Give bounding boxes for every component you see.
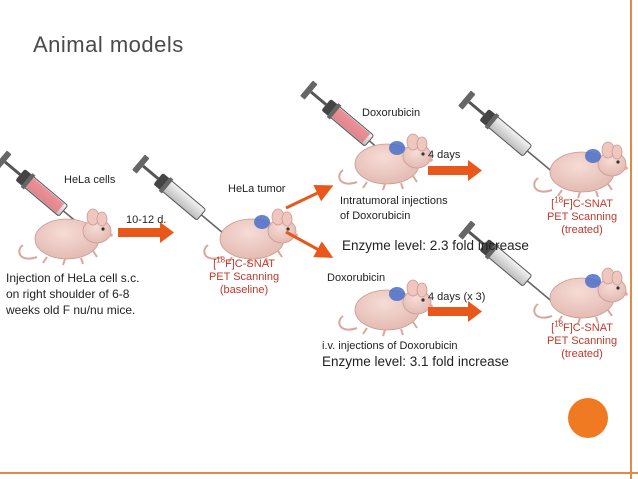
hela-cells-label: HeLa cells bbox=[64, 174, 116, 186]
injection-note-line: on right shoulder of 6-8 bbox=[6, 287, 130, 301]
injection-note: Injection of HeLa cell s.c. on right sho… bbox=[6, 270, 139, 318]
pet-line-2: PET Scanning bbox=[546, 211, 618, 223]
pet-treated-top-label: [18F]C-SNAT PET Scanning (treated) bbox=[534, 195, 630, 237]
injection-note-line: Injection of HeLa cell s.c. bbox=[6, 271, 140, 285]
arrow-icon bbox=[118, 222, 174, 243]
pet-line-1: [18F]C-SNAT bbox=[551, 195, 613, 210]
intratumoral-line: Intratumoral injections bbox=[340, 195, 448, 207]
tumor-icon bbox=[389, 141, 405, 155]
pet-line-3: (treated) bbox=[561, 224, 603, 236]
arrow-icon bbox=[428, 301, 482, 322]
syringe-icon bbox=[0, 148, 101, 245]
tumor-icon bbox=[585, 149, 601, 163]
doxorubicin-top-label: Doxorubicin bbox=[362, 107, 421, 119]
injection-note-line: weeks old F nu/nu mice. bbox=[6, 303, 136, 317]
mouse-icon bbox=[338, 133, 434, 191]
days-bottom-label: 4 days (x 3) bbox=[428, 291, 486, 303]
pet-treated-bottom-label: [18F]C-SNAT PET Scanning (treated) bbox=[534, 319, 630, 361]
tumor-icon bbox=[254, 215, 270, 229]
mouse-icon bbox=[18, 208, 114, 266]
interval-label: 10-12 d. bbox=[126, 214, 167, 226]
arrow-icon bbox=[285, 185, 334, 210]
days-top-label: 4 days bbox=[428, 149, 461, 161]
pet-line-1: [18F]C-SNAT bbox=[551, 319, 613, 334]
arrow-icon bbox=[428, 160, 482, 181]
mouse-icon bbox=[338, 279, 434, 337]
pet-baseline-label: [18F]C-SNAT PET Scanning (baseline) bbox=[196, 255, 292, 297]
frame-right-line bbox=[630, 0, 632, 479]
pet-line-1: [18F]C-SNAT bbox=[213, 255, 275, 270]
pet-line-3: (treated) bbox=[561, 348, 603, 360]
page-title: Animal models bbox=[33, 32, 184, 57]
enzyme-bottom-label: Enzyme level: 3.1 fold increase bbox=[322, 354, 509, 369]
iv-label: i.v. injections of Doxorubicin bbox=[322, 340, 458, 352]
pet-line-2: PET Scanning bbox=[208, 271, 280, 283]
intratumoral-note: Intratumoral injections of Doxorubicin bbox=[340, 194, 448, 224]
syringe-icon bbox=[298, 78, 407, 175]
frame-bottom-line bbox=[0, 472, 638, 474]
tumor-icon bbox=[585, 274, 601, 288]
enzyme-top-label: Enzyme level: 2.3 fold increase bbox=[342, 238, 529, 253]
accent-dot bbox=[568, 398, 608, 438]
hela-tumor-label: HeLa tumor bbox=[228, 183, 286, 195]
pet-line-2: PET Scanning bbox=[546, 335, 618, 347]
mouse-icon bbox=[533, 267, 629, 325]
arrow-icon bbox=[285, 230, 334, 258]
intratumoral-line: of Doxorubicin bbox=[340, 210, 411, 222]
mouse-icon bbox=[533, 141, 629, 199]
doxorubicin-bottom-label: Doxorubicin bbox=[327, 272, 386, 284]
pet-line-3: (baseline) bbox=[219, 284, 269, 296]
tumor-icon bbox=[389, 287, 405, 301]
